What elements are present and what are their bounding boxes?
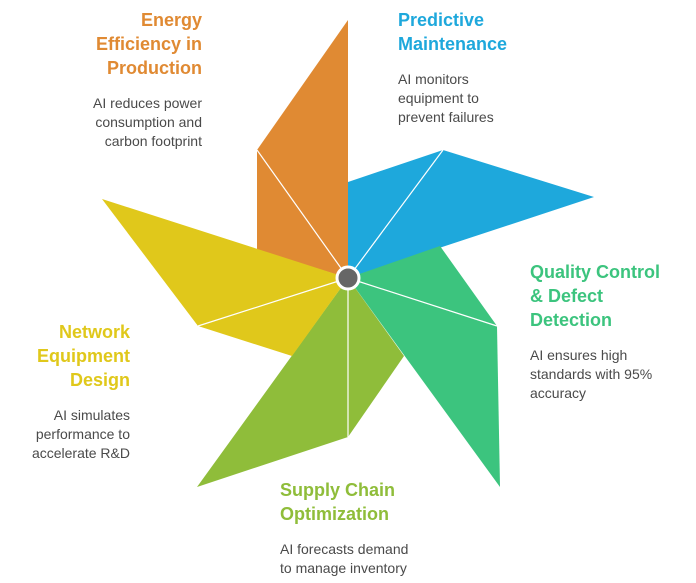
network-label: Network Equipment Design AI simulates pe… — [8, 320, 130, 463]
supply-label: Supply Chain Optimization AI forecasts d… — [280, 478, 460, 578]
network-blade — [102, 199, 349, 356]
network-description: AI simulates performance to accelerate R… — [31, 407, 130, 461]
network-blade-outer — [102, 199, 348, 326]
predictive-label: Predictive Maintenance AI monitors equip… — [398, 8, 578, 127]
predictive-blade-outer — [348, 150, 594, 278]
quality-blade-inner — [348, 246, 497, 326]
energy-label: Energy Efficiency in Production AI reduc… — [40, 8, 202, 151]
predictive-blade — [347, 149, 594, 279]
predictive-title: Predictive Maintenance — [398, 10, 508, 54]
hub-circle — [335, 265, 361, 291]
quality-description: AI ensures high standards with 95% accur… — [530, 347, 653, 401]
quality-blade-outer — [348, 278, 500, 487]
network-title: Network Equipment Design — [37, 322, 130, 390]
energy-description: AI reduces power consumption and carbon … — [93, 95, 202, 149]
energy-blade-outer — [257, 20, 348, 278]
supply-description: AI forecasts demand to manage inventory — [280, 541, 409, 576]
energy-blade — [256, 20, 349, 279]
quality-label: Quality Control & Defect Detection AI en… — [530, 260, 690, 403]
quality-title: Quality Control & Defect Detection — [530, 262, 660, 330]
supply-title: Supply Chain Optimization — [280, 480, 396, 524]
energy-title: Energy Efficiency in Production — [95, 10, 202, 78]
predictive-description: AI monitors equipment to prevent failure… — [398, 71, 494, 125]
supply-blade-inner — [348, 278, 404, 437]
network-blade-inner — [198, 278, 348, 356]
quality-blade — [347, 246, 500, 487]
